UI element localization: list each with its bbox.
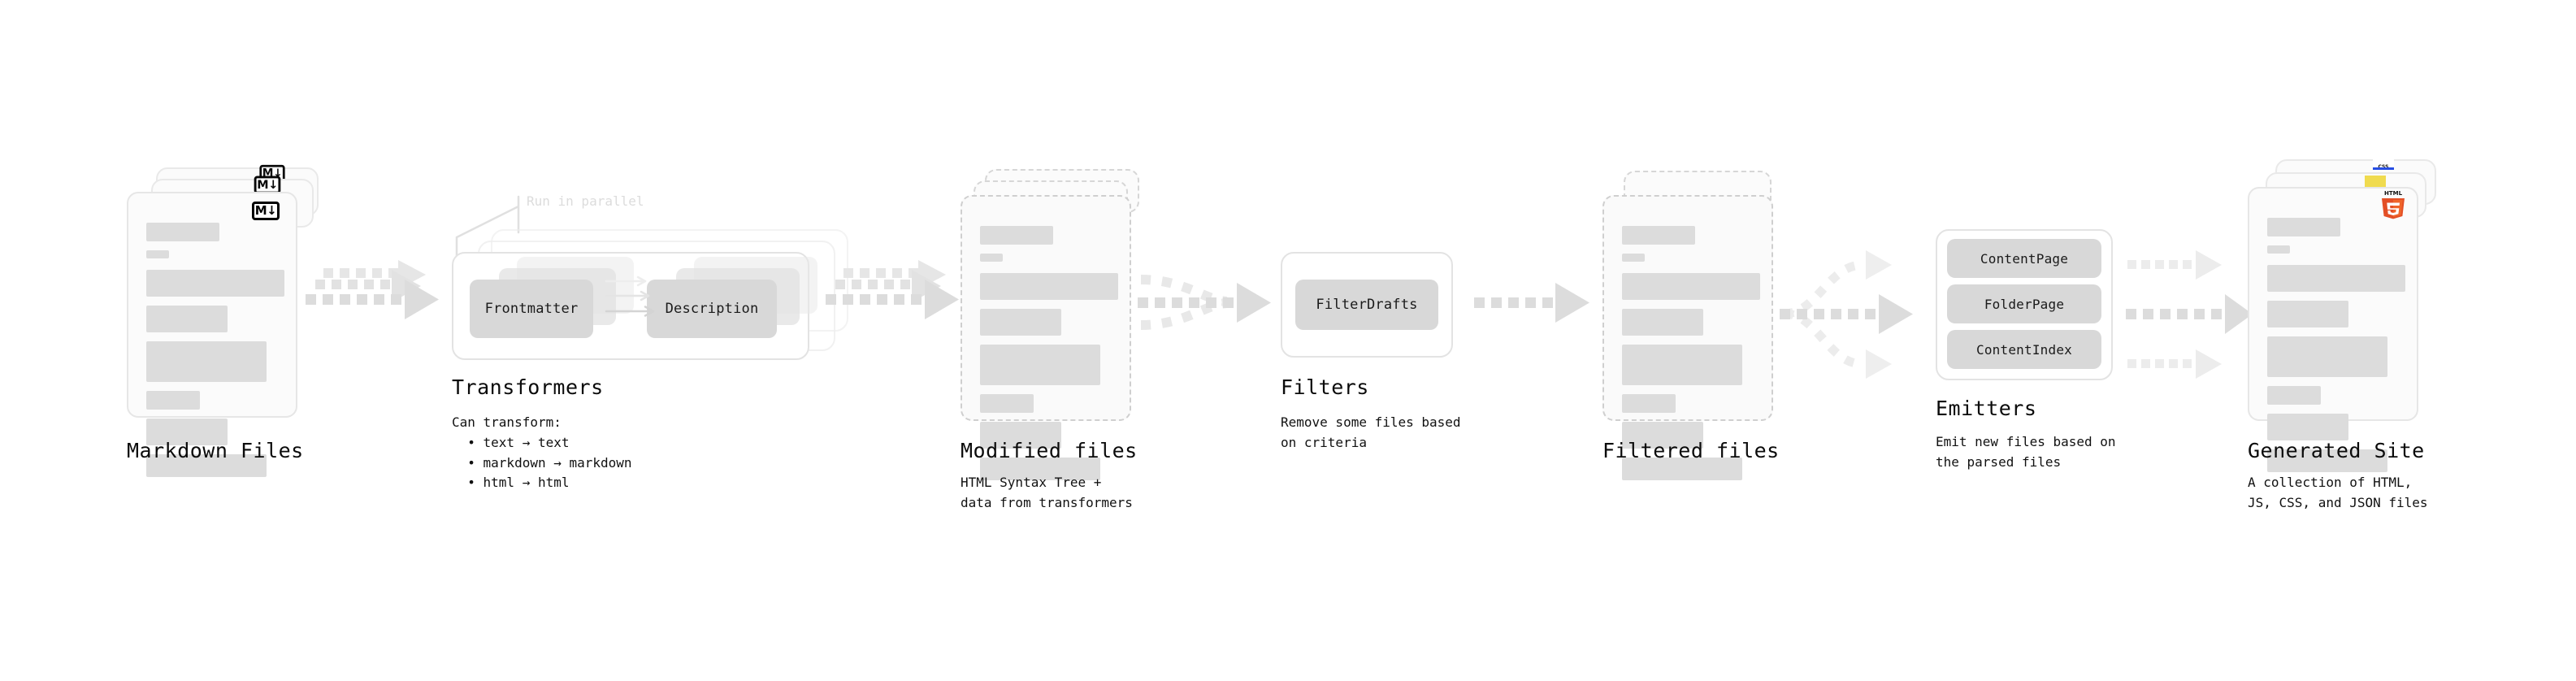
content-bar (146, 454, 267, 477)
transformers-inner-arrows (605, 275, 671, 332)
content-bar (2267, 301, 2348, 327)
stage-subtitle-emitters: Emit new files based on the parsed files (1936, 434, 2116, 470)
content-bar (2267, 414, 2348, 440)
content-bar (146, 419, 228, 445)
content-bar (980, 309, 1061, 336)
content-bar (2267, 245, 2290, 254)
content-bar (980, 345, 1100, 385)
filtered-card-content (1622, 226, 1760, 489)
css-badge-bar (2373, 167, 2394, 170)
content-bar (2267, 449, 2387, 472)
content-bar (980, 273, 1118, 300)
content-bar (980, 226, 1053, 245)
modified-card-front (961, 195, 1131, 480)
site-card-content (2267, 218, 2405, 481)
arrow-transformers-to-modified (824, 260, 970, 356)
html5-badge: HTML (2379, 189, 2407, 219)
content-bar (1622, 394, 1676, 413)
content-bar (1622, 345, 1742, 385)
arrow-markdown-to-transformers (304, 260, 450, 356)
arrow-filters-to-filtered (1472, 268, 1602, 358)
stage-subtitle-filters: Remove some files based on criteria (1281, 414, 1461, 450)
stage-title-transformers: Transformers (452, 375, 604, 399)
content-bar (146, 250, 169, 258)
content-bar (2267, 265, 2405, 292)
content-bar (980, 254, 1003, 262)
arrow-modified-to-filters (1136, 268, 1290, 358)
svg-text:HTML: HTML (2384, 190, 2403, 197)
site-card-front (2248, 187, 2418, 472)
stage-title-filtered-files: Filtered files (1602, 439, 1780, 462)
filter-chip-filterdrafts[interactable]: FilterDrafts (1295, 280, 1438, 330)
arrow-filtered-to-emitters-split (1778, 244, 1924, 382)
content-bar (1622, 226, 1695, 245)
css-badge-label: CSS (2379, 165, 2389, 170)
content-bar (980, 422, 1061, 449)
content-bar (1622, 309, 1703, 336)
content-bar (1622, 273, 1760, 300)
stage-title-generated-site: Generated Site (2248, 439, 2425, 462)
content-bar (1622, 422, 1703, 449)
markdown-card-front (127, 192, 297, 477)
content-bar (2267, 218, 2340, 236)
transformer-chip-description[interactable]: Description (647, 280, 777, 338)
arrow-emitters-to-site (2124, 244, 2254, 382)
markdown-badge: M↓ (252, 202, 280, 220)
content-bar (980, 394, 1034, 413)
stage-title-filters: Filters (1281, 375, 1369, 399)
filtered-card-front (1602, 195, 1773, 480)
emitter-chip-folderpage[interactable]: FolderPage (1947, 284, 2101, 323)
content-bar (1622, 254, 1645, 262)
markdown-badge-ghost-mid: M↓ (254, 176, 281, 194)
stage-subtitle-generated-site: A collection of HTML, JS, CSS, and JSON … (2248, 475, 2428, 510)
run-in-parallel-bracket (455, 195, 553, 260)
css-badge: CSS (2373, 159, 2394, 170)
content-bar (146, 223, 219, 241)
content-bar (146, 270, 284, 297)
content-bar (146, 341, 267, 382)
stage-subtitle-transformers: Can transform: • text → text • markdown … (452, 414, 632, 491)
emitter-chip-contentindex[interactable]: ContentIndex (1947, 330, 2101, 369)
stage-subtitle-modified-files: HTML Syntax Tree + data from transformer… (961, 475, 1133, 510)
content-bar (1622, 458, 1742, 480)
content-bar (2267, 386, 2321, 405)
run-in-parallel-label: Run in parallel (527, 193, 644, 209)
content-bar (2267, 336, 2387, 377)
content-bar (980, 458, 1100, 480)
stage-title-emitters: Emitters (1936, 397, 2037, 420)
stage-title-markdown-files: Markdown Files (127, 439, 304, 462)
content-bar (146, 306, 228, 332)
markdown-card-content (146, 223, 284, 486)
content-bar (146, 391, 200, 410)
modified-card-content (980, 226, 1118, 489)
emitter-chip-contentpage[interactable]: ContentPage (1947, 239, 2101, 278)
transformer-chip-frontmatter[interactable]: Frontmatter (470, 280, 593, 338)
stage-title-modified-files: Modified files (961, 439, 1138, 462)
